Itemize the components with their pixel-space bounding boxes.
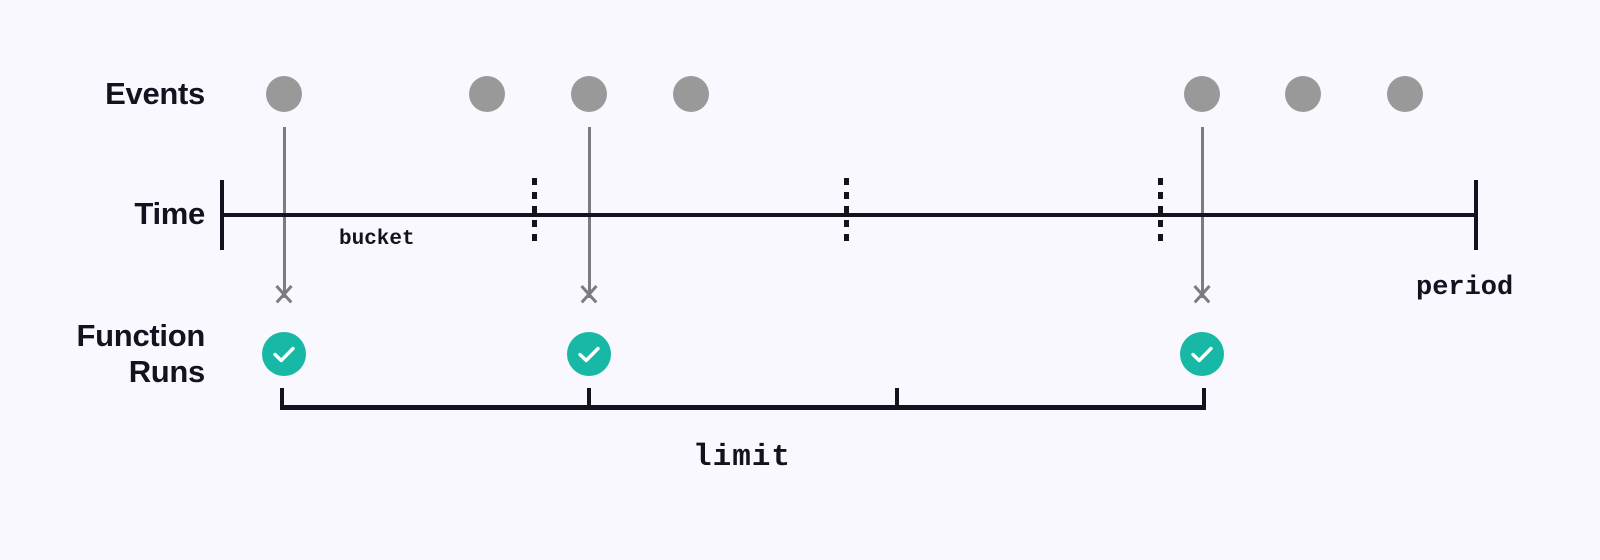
event-dot <box>1184 76 1220 112</box>
event-dot <box>1387 76 1423 112</box>
row-label-time: Time <box>134 196 205 231</box>
limit-label: limit <box>693 440 792 475</box>
check-icon <box>273 346 295 363</box>
function-run-success-badge <box>1180 332 1224 376</box>
arrow-down-icon <box>576 286 602 312</box>
bucket-boundary-tick <box>1158 178 1163 248</box>
event-to-run-arrow-line <box>1201 127 1204 298</box>
event-dot <box>1285 76 1321 112</box>
limit-bracket-tick <box>280 388 284 408</box>
bucket-boundary-tick <box>844 178 849 248</box>
limit-bracket-tick <box>1202 388 1206 408</box>
limit-bracket-tick <box>587 388 591 408</box>
row-label-function-runs: Function Runs <box>76 318 206 389</box>
event-to-run-arrow-line <box>588 127 591 298</box>
time-axis-start-cap <box>220 180 224 250</box>
time-axis-end-cap <box>1474 180 1478 250</box>
event-dot <box>571 76 607 112</box>
bucket-label: bucket <box>339 228 415 251</box>
period-label: period <box>1416 273 1514 303</box>
bucket-boundary-tick <box>532 178 537 248</box>
event-dot <box>469 76 505 112</box>
row-label-events: Events <box>105 76 205 111</box>
time-axis-line <box>222 213 1478 217</box>
arrow-down-icon <box>1189 286 1215 312</box>
event-dot <box>673 76 709 112</box>
function-run-success-badge <box>262 332 306 376</box>
event-to-run-arrow-line <box>283 127 286 298</box>
function-run-success-badge <box>567 332 611 376</box>
limit-bracket-bar <box>280 405 1206 410</box>
check-icon <box>1191 346 1213 363</box>
check-icon <box>578 346 600 363</box>
event-dot <box>266 76 302 112</box>
arrow-down-icon <box>271 286 297 312</box>
limit-bracket-tick <box>895 388 899 408</box>
